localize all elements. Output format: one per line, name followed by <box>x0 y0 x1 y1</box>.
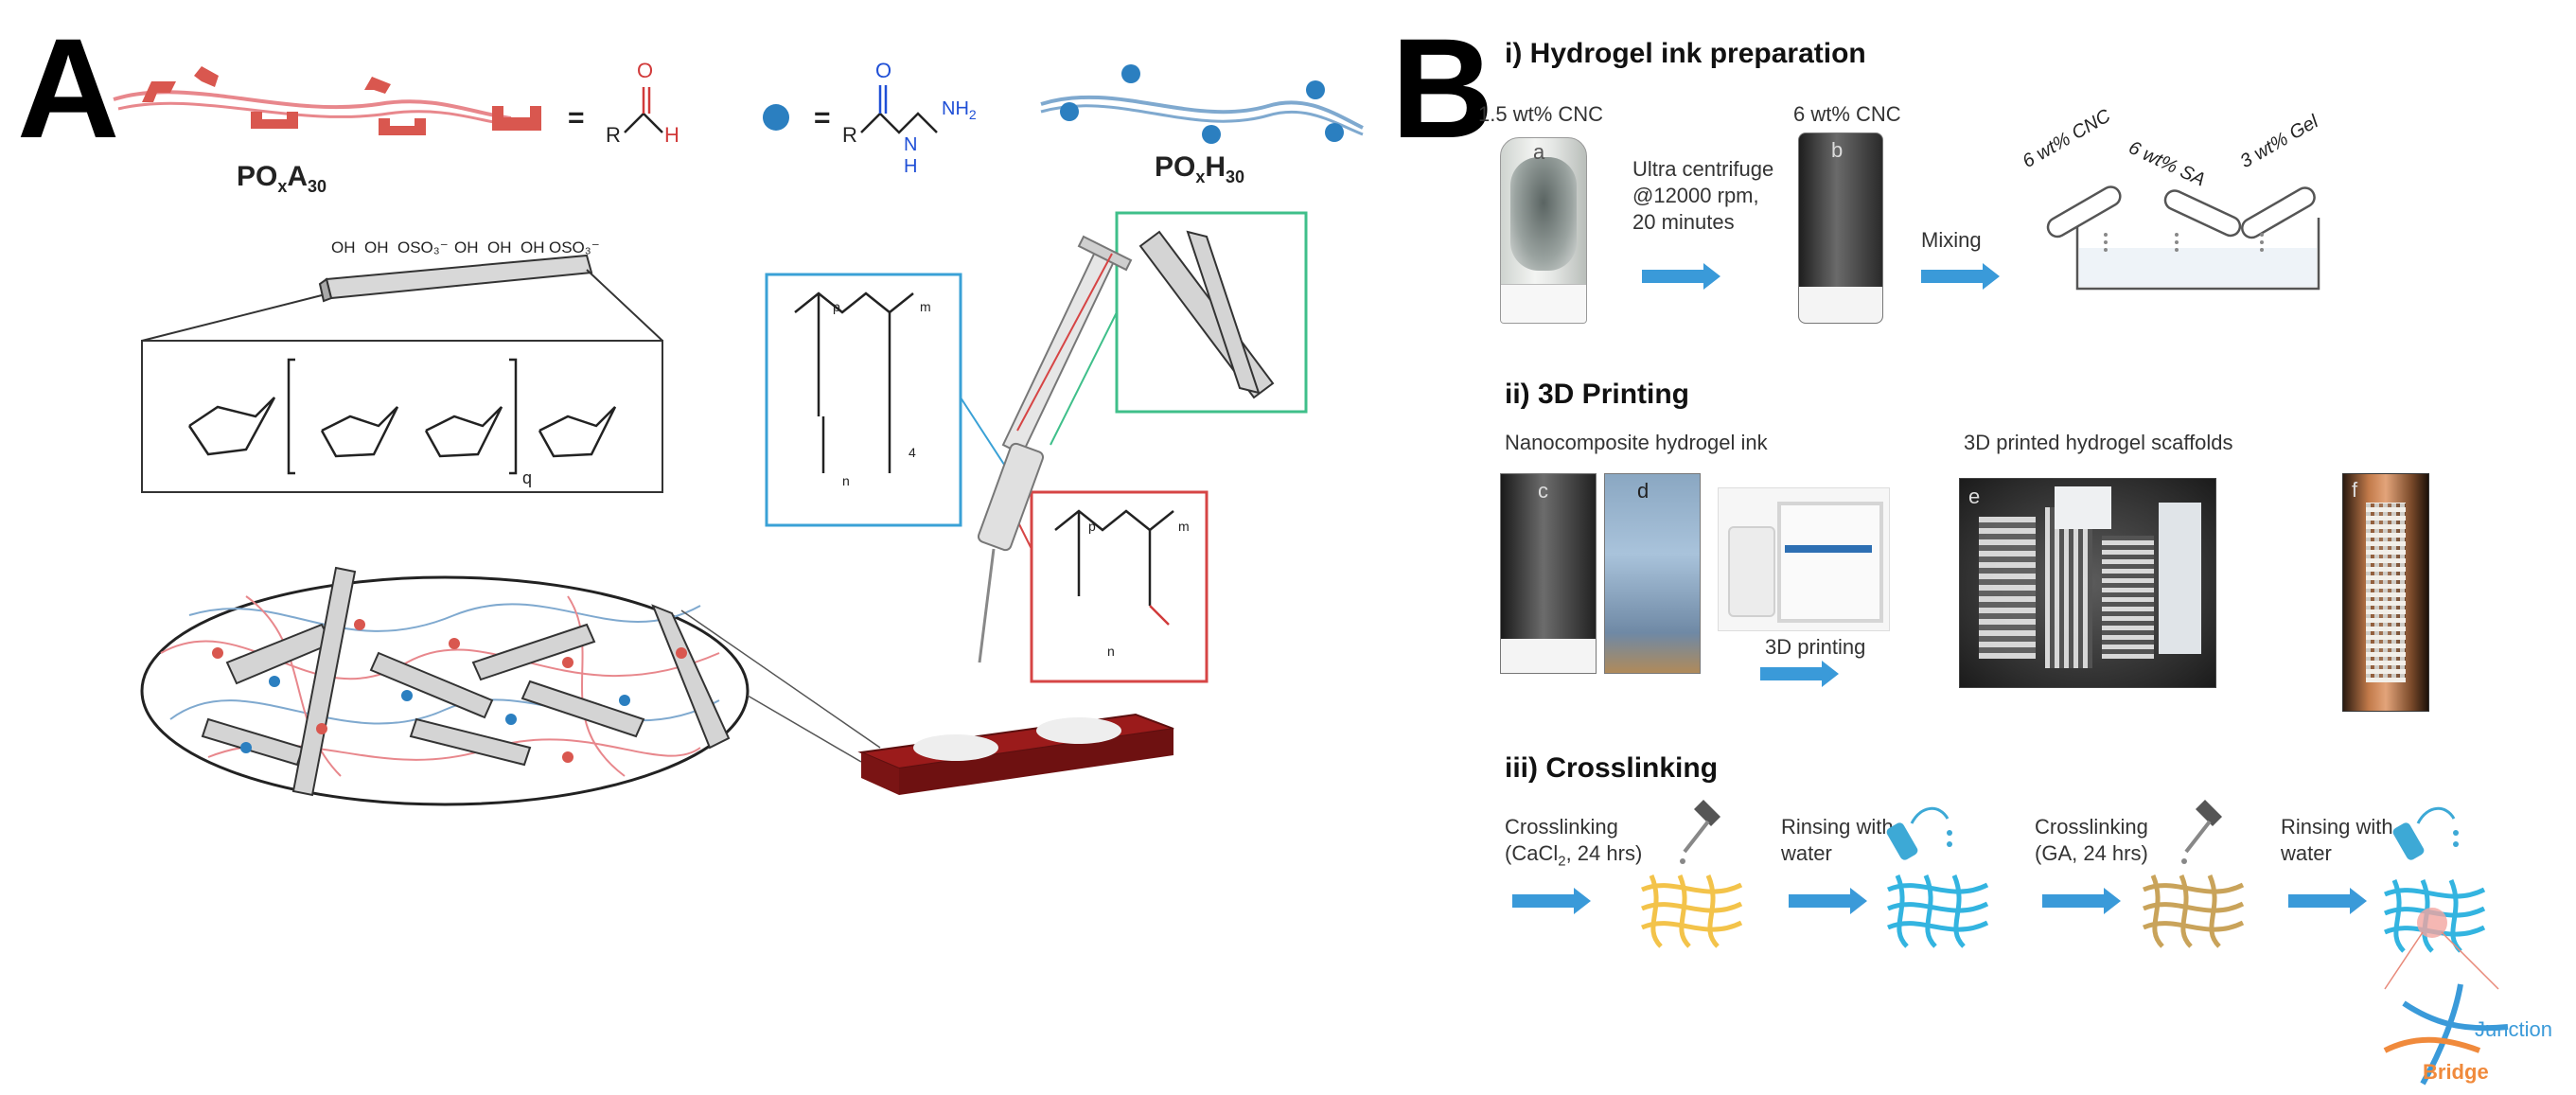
equals-sign-1: = <box>568 102 585 133</box>
vial-b-caption: 6 wt% CNC <box>1793 102 1901 126</box>
network-crosslinks <box>212 619 687 763</box>
scaffold-caption: 3D printed hydrogel scaffolds <box>1964 431 2233 454</box>
equals-sign-2: = <box>814 102 831 133</box>
cnc-group-6: OH <box>520 238 545 256</box>
scaffolds-photo <box>1959 478 2216 688</box>
printing-plate <box>857 713 1174 795</box>
cnc-group-7: OSO₃⁻ <box>549 238 600 256</box>
cnc-rod <box>318 254 593 303</box>
yellow-mesh-icon <box>1641 874 1743 948</box>
panel-b-letter: B <box>1391 9 1493 168</box>
cyan-mesh-1-icon <box>1887 874 1989 948</box>
wash-bottle-1-icon <box>1886 806 1952 860</box>
mixing-arrow-icon <box>1921 263 2000 290</box>
glucose-rings <box>187 358 617 475</box>
hydrazide-polymer-chain <box>1040 64 1364 144</box>
hydrazide-polymer-structure <box>794 291 914 473</box>
network-rods <box>201 566 731 797</box>
blue-structure-n: n <box>842 473 850 488</box>
vial-a-caption: 1.5 wt% CNC <box>1478 102 1604 126</box>
hydrazide-nh2-atom: NH2 <box>942 98 977 122</box>
aldehyde-polymer-label: POxA30 <box>237 161 327 196</box>
wash-bottle-2-icon <box>2392 806 2459 860</box>
red-structure-p: p <box>1088 519 1096 534</box>
scaffold-tag-e: e <box>1968 485 1981 508</box>
blue-structure-4: 4 <box>909 445 916 460</box>
junction-label: Junction <box>2475 1017 2552 1041</box>
mixing-tubes-icon <box>2046 185 2316 239</box>
rinse-2-label: Rinsing with water <box>2281 815 2393 865</box>
red-structure-m: m <box>1178 519 1190 534</box>
aldehyde-structure <box>624 87 663 133</box>
vial-a-tag: a <box>1533 140 1545 164</box>
aldehyde-o-atom: O <box>637 59 654 82</box>
dropper-2-icon <box>2181 800 2222 864</box>
aldehyde-r-atom: R <box>606 123 621 147</box>
aldehyde-h-atom: H <box>664 123 679 147</box>
centrifuge-arrow-icon <box>1642 263 1720 290</box>
aldehyde-polymer-chain <box>113 66 512 135</box>
brown-mesh-icon <box>2143 874 2245 948</box>
ink-photo-c <box>1500 473 1597 674</box>
syringe-icon <box>977 235 1133 663</box>
vial-b-tag: b <box>1831 138 1844 162</box>
rinse-1-label: Rinsing with water <box>1781 815 1894 865</box>
cnc-group-3: OSO₃⁻ <box>397 238 449 256</box>
mixing-label: Mixing <box>1921 228 1982 252</box>
section-2-title: ii) 3D Printing <box>1505 379 1689 410</box>
flexible-scaffold-photo <box>2342 473 2429 712</box>
step4-arrow-icon <box>2288 888 2367 914</box>
hydrazide-polymer-box <box>765 273 962 527</box>
step3-arrow-icon <box>2042 888 2121 914</box>
ink-photo-d <box>1604 473 1701 674</box>
hydrazide-r-atom: R <box>842 123 857 147</box>
hydrazide-o-atom: O <box>875 59 892 82</box>
step1-arrow-icon <box>1512 888 1591 914</box>
glucose-structure-box <box>141 340 663 493</box>
printing-arrow-icon <box>1760 661 1839 687</box>
ink-tag-c: c <box>1538 479 1548 503</box>
cnc-group-1: OH <box>331 238 356 256</box>
panel-a-letter: A <box>17 9 119 168</box>
hydrazide-polymer-label: POxH30 <box>1155 151 1245 186</box>
cnc-group-4: OH <box>454 238 479 256</box>
crosslink-ga-label: Crosslinking (GA, 24 hrs) <box>2035 815 2148 865</box>
cnc-crystals-icon <box>1138 230 1275 399</box>
ink-caption: Nanocomposite hydrogel ink <box>1505 431 1768 454</box>
crosslink-cacl2-label: Crosslinking (CaCl2, 24 hrs) <box>1505 815 1643 870</box>
scaffold-tag-f: f <box>2352 478 2358 502</box>
cnc-group-2: OH <box>364 238 389 256</box>
blue-structure-p: p <box>833 299 840 314</box>
aldehyde-symbol-icon <box>492 106 541 131</box>
step2-arrow-icon <box>1789 888 1867 914</box>
section-3-title: iii) Crosslinking <box>1505 752 1719 784</box>
aldehyde-polymer-structure <box>1054 509 1174 626</box>
blue-structure-m: m <box>920 299 931 314</box>
cnc-group-5: OH <box>487 238 512 256</box>
dropper-1-icon <box>1680 800 1720 864</box>
mixing-tray-icon <box>2075 218 2320 291</box>
centrifuge-label: Ultra centrifuge @12000 rpm, 20 minutes <box>1632 157 1774 234</box>
hydrazide-structure <box>860 85 938 134</box>
junction-highlight <box>2417 908 2447 938</box>
printer-photo <box>1718 487 1890 631</box>
section-1-title: i) Hydrogel ink preparation <box>1505 38 1866 69</box>
junction-bridge-zoom-icon <box>2383 983 2509 1086</box>
aldehyde-polymer-box <box>1030 490 1209 683</box>
vial-a-photo <box>1500 137 1587 324</box>
printing-label: 3D printing <box>1765 635 1866 659</box>
bridge-label: Bridge <box>2423 1060 2489 1084</box>
ink-tag-d: d <box>1637 479 1650 503</box>
glucose-repeat-q: q <box>522 468 533 487</box>
red-structure-n: n <box>1107 644 1115 659</box>
vial-b-photo <box>1798 132 1883 324</box>
hydrazide-symbol-icon <box>763 104 789 131</box>
